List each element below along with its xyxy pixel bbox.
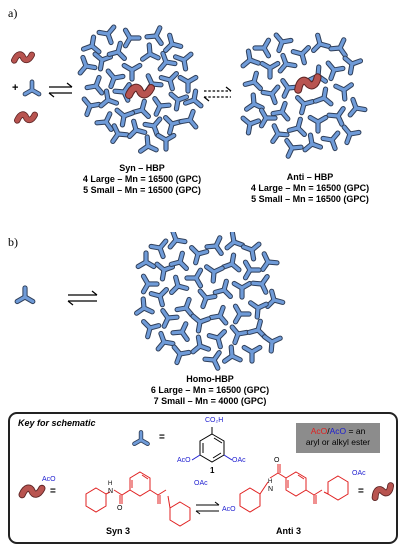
homo-hbp-line-2: 7 Small – Mn = 4000 (GPC)	[153, 396, 267, 406]
polymer-tree	[241, 30, 365, 156]
anti-hbp-polymer	[232, 30, 372, 170]
equilibrium-arrows-a	[48, 82, 73, 98]
homo-hbp-caption: Homo-HBP 6 Large – Mn = 16500 (GPC) 7 Sm…	[148, 374, 272, 407]
linker-icon	[17, 115, 35, 121]
legend-tail-2: aryl or alkyl ester	[305, 437, 371, 447]
monomer-icon	[17, 288, 33, 302]
ester-group-left: AcO	[177, 457, 191, 464]
syn-hbp-polymer	[72, 20, 212, 160]
syn-ester-left: AcO	[42, 476, 56, 483]
anti-hbp-title: Anti – HBP	[286, 172, 334, 182]
equilibrium-arrows-dashed	[203, 86, 232, 102]
anti-carbonyl-o: O	[274, 457, 280, 464]
schematic-key-box	[8, 412, 398, 544]
linker-icon	[129, 88, 151, 95]
homo-hbp-line-1: 6 Large – Mn = 16500 (GPC)	[150, 385, 270, 395]
panel-a-label: a)	[8, 6, 18, 20]
anti-ester-right: OAc	[352, 470, 366, 477]
anti-amide-h: H	[268, 479, 273, 485]
anti-ester-left: AcO	[222, 506, 236, 513]
key-linker-icon-right	[368, 478, 398, 506]
equilibrium-arrows-b	[67, 290, 98, 306]
ester-legend-box: AcO/AcO = an aryl or alkyl ester	[296, 423, 380, 453]
plus-sign: +	[12, 82, 19, 94]
linker-icon	[296, 77, 319, 90]
anti-3-label: Anti 3	[276, 526, 302, 536]
syn-3-label: Syn 3	[106, 526, 131, 536]
syn-carbonyl-o: O	[117, 505, 123, 512]
linker-icon	[14, 55, 32, 61]
monomer-1-label: 1	[210, 466, 215, 475]
anti-3-structure	[239, 464, 349, 513]
syn-hbp-line-1: 4 Large – Mn = 16500 (GPC)	[82, 174, 202, 184]
homo-hbp-polymer	[128, 232, 288, 372]
key-equilibrium-arrows	[195, 501, 220, 515]
anti-hbp-caption: Anti – HBP 4 Large – Mn = 16500 (GPC) 5 …	[250, 172, 370, 205]
syn-amide-n: N	[108, 488, 114, 495]
legend-red-aco: AcO	[310, 426, 328, 436]
ester-group-right: OAc	[232, 457, 246, 464]
panel-b-monomer	[10, 283, 40, 311]
syn-hbp-caption: Syn – HBP 4 Large – Mn = 16500 (GPC) 5 S…	[82, 163, 202, 196]
anti-amide-n: N	[268, 486, 274, 493]
anti-hbp-line-2: 5 Small – Mn = 16500 (GPC)	[251, 194, 369, 204]
key-monomer-icon	[128, 426, 154, 452]
polymer-tree	[135, 232, 282, 368]
legend-blue-aco: AcO	[329, 426, 347, 436]
key-equals-1: =	[159, 432, 165, 443]
panel-b-label: b)	[8, 235, 18, 249]
monomer-icon	[25, 82, 39, 94]
key-linker-icon-left	[16, 480, 48, 504]
syn-ester-right: OAc	[194, 480, 208, 487]
syn-amide-h: H	[108, 481, 113, 487]
acid-group-label: CO₂H	[205, 417, 224, 424]
key-equals-2: =	[50, 486, 56, 497]
legend-tail-1: = an	[348, 426, 366, 436]
monomer-1-structure	[191, 427, 233, 463]
syn-hbp-line-2: 5 Small – Mn = 16500 (GPC)	[83, 185, 201, 195]
key-title: Key for schematic	[18, 418, 96, 428]
key-equals-3: =	[358, 486, 364, 497]
anti-hbp-line-1: 4 Large – Mn = 16500 (GPC)	[250, 183, 370, 193]
syn-hbp-title: Syn – HBP	[119, 163, 165, 173]
syn-3-structure	[85, 471, 191, 527]
legend-slash: /	[327, 426, 330, 436]
homo-hbp-title: Homo-HBP	[186, 374, 234, 384]
